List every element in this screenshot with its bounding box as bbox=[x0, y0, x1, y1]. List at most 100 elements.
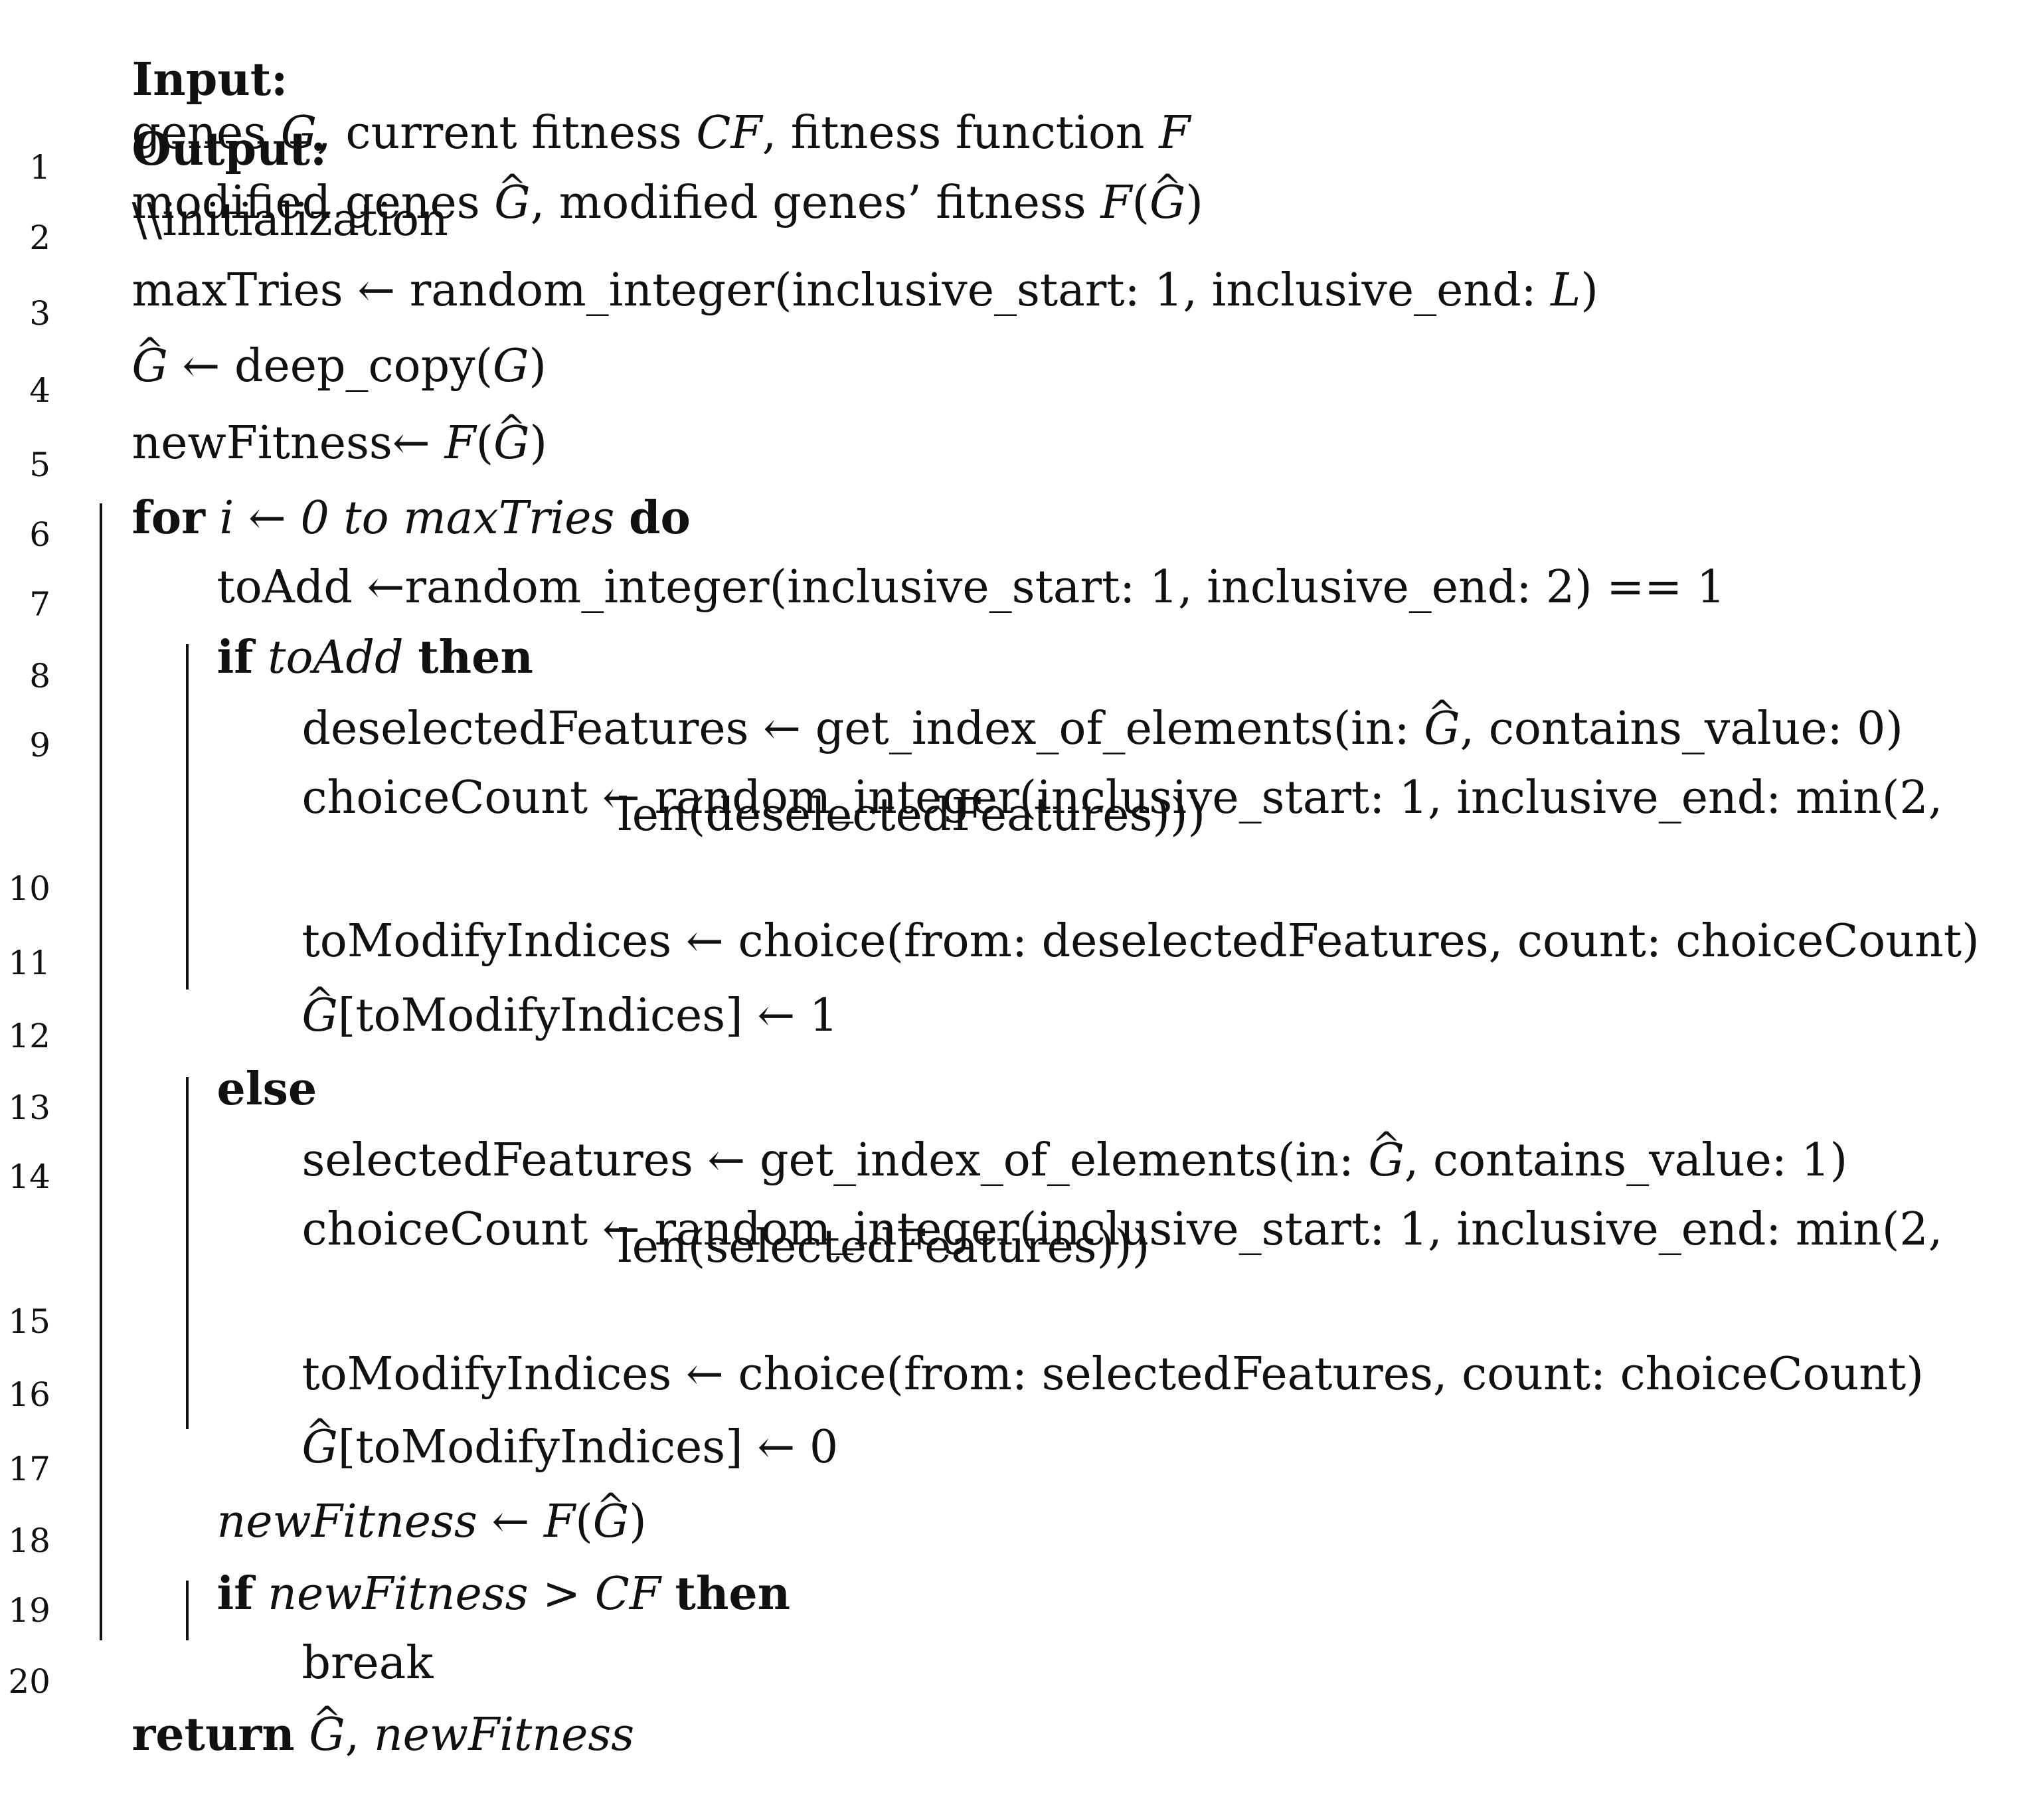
algorithm-listing: Input: genes G, current fitness CF, fitn… bbox=[0, 0, 2044, 1711]
code-text: choiceCount ← random_integer(inclusive_s… bbox=[301, 772, 1943, 824]
line-number: 9 bbox=[29, 726, 50, 764]
line-number: 15 bbox=[8, 1302, 50, 1341]
code-line-13: selectedFeatures ← get_index_of_elements… bbox=[244, 1081, 1847, 1187]
modified-genes-symbol: G bbox=[1368, 1134, 1404, 1187]
loop-condition: i ← 0 to maxTries bbox=[205, 492, 629, 545]
fitness-function-symbol: F bbox=[444, 417, 476, 470]
code-line-14-continuation: len(selectedFeatures))) bbox=[618, 1221, 1150, 1273]
if-block-bar bbox=[186, 644, 189, 990]
fitness-function-symbol: F bbox=[1159, 107, 1191, 159]
input-text-2: , current fitness bbox=[317, 107, 697, 159]
input-label: Input: bbox=[131, 53, 288, 106]
modified-genes-symbol: G bbox=[301, 990, 337, 1043]
code-text: maxTries ← random_integer(inclusive_star… bbox=[131, 264, 1551, 317]
code-text: ← deep_copy( bbox=[167, 340, 493, 392]
code-text: newFitness← bbox=[131, 417, 445, 470]
keyword-return: return bbox=[131, 1708, 295, 1761]
code-text: choiceCount ← random_integer(inclusive_s… bbox=[301, 1203, 1943, 1256]
output-label: Output: bbox=[131, 123, 327, 176]
if-condition: newFitness > CF bbox=[253, 1568, 675, 1620]
keyword-then: then bbox=[418, 631, 533, 684]
code-line-11: G[toModifyIndices] ← 1 bbox=[244, 936, 838, 1042]
new-fitness-variable: newFitness bbox=[216, 1496, 477, 1548]
input-text-3: , fitness function bbox=[762, 107, 1159, 159]
paren-open: ( bbox=[575, 1496, 593, 1548]
input-line: Input: genes G, current fitness CF, fitn… bbox=[74, 0, 1190, 159]
line-number: 6 bbox=[29, 515, 50, 554]
code-text: selectedFeatures ← get_index_of_elements… bbox=[301, 1134, 1369, 1187]
line-number: 17 bbox=[8, 1450, 50, 1488]
line-number: 12 bbox=[8, 1017, 50, 1055]
output-line: Output: modified genes G, modified genes… bbox=[74, 70, 1203, 229]
code-text: [toModifyIndices] ← 1 bbox=[337, 990, 839, 1042]
space bbox=[295, 1709, 309, 1761]
code-line-20: return G, newFitness bbox=[74, 1655, 634, 1761]
code-text: deselectedFeatures ← get_index_of_elemen… bbox=[301, 703, 1424, 755]
code-text: , bbox=[345, 1709, 374, 1761]
code-line-10: toModifyIndices ← choice(from: deselecte… bbox=[244, 862, 1979, 968]
code-text: break bbox=[301, 1637, 434, 1689]
code-line-9: choiceCount ← random_integer(inclusive_s… bbox=[244, 719, 1942, 824]
code-text: ) bbox=[1580, 264, 1598, 317]
code-line-4: newFitness← F(G) bbox=[74, 364, 547, 470]
output-text: modified genes bbox=[131, 177, 495, 229]
code-line-5: for i ← 0 to maxTries do bbox=[74, 438, 690, 545]
genes-symbol: G bbox=[280, 107, 317, 159]
genes-symbol: G bbox=[493, 340, 529, 392]
code-line-17: newFitness ← F(G) bbox=[159, 1442, 646, 1548]
line-number: 11 bbox=[8, 944, 50, 982]
keyword-for: for bbox=[131, 491, 205, 545]
modified-genes-symbol: G bbox=[494, 177, 530, 230]
line-number: 7 bbox=[29, 585, 50, 624]
code-line-2: maxTries ← random_integer(inclusive_star… bbox=[74, 211, 1598, 317]
input-text: genes bbox=[131, 107, 281, 159]
code-line-7: if toAdd then bbox=[159, 578, 533, 684]
modified-genes-symbol: G bbox=[1424, 703, 1460, 756]
code-text: toAdd ←random_integer(inclusive_start: 1… bbox=[216, 561, 1726, 614]
line-number: 13 bbox=[8, 1088, 50, 1127]
code-line-16: G[toModifyIndices] ← 0 bbox=[244, 1368, 838, 1474]
length-symbol: L bbox=[1551, 264, 1581, 317]
comment-text: \\initialization bbox=[131, 194, 448, 246]
code-text: , contains_value: 0) bbox=[1460, 703, 1903, 755]
modified-genes-symbol: G bbox=[131, 340, 167, 393]
keyword-else: else bbox=[216, 1063, 317, 1116]
code-line-15: toModifyIndices ← choice(from: selectedF… bbox=[244, 1295, 1923, 1401]
paren-open: ( bbox=[475, 417, 494, 470]
modified-genes-symbol: G bbox=[301, 1421, 337, 1474]
code-line-6: toAdd ←random_integer(inclusive_start: 1… bbox=[159, 508, 1725, 614]
line-number: 20 bbox=[8, 1662, 50, 1701]
line-number: 1 bbox=[29, 148, 50, 187]
for-block-bar bbox=[100, 503, 102, 1640]
code-line-14: choiceCount ← random_integer(inclusive_s… bbox=[244, 1150, 1942, 1256]
keyword-then: then bbox=[675, 1567, 791, 1620]
code-line-12: else bbox=[159, 1009, 317, 1116]
line-number: 4 bbox=[29, 371, 50, 410]
new-fitness-variable: newFitness bbox=[373, 1709, 635, 1761]
keyword-if: if bbox=[216, 1567, 254, 1620]
line-number: 2 bbox=[29, 218, 50, 257]
code-text: toModifyIndices ← choice(from: deselecte… bbox=[301, 915, 1980, 968]
code-line-19: break bbox=[244, 1584, 433, 1689]
paren-close: ) bbox=[529, 417, 547, 470]
line-number: 19 bbox=[8, 1591, 50, 1630]
code-line-1: \\initialization bbox=[74, 141, 448, 246]
code-text: , contains_value: 1) bbox=[1404, 1134, 1848, 1187]
code-line-3: G ← deep_copy(G) bbox=[74, 287, 546, 392]
fitness-function-symbol-2: F bbox=[1100, 177, 1132, 229]
modified-genes-symbol: G bbox=[309, 1709, 345, 1762]
line-number: 14 bbox=[8, 1158, 50, 1196]
line-number: 18 bbox=[8, 1521, 50, 1560]
else-block-bar bbox=[186, 1077, 189, 1429]
paren-close: ) bbox=[629, 1496, 647, 1548]
line-number: 8 bbox=[29, 657, 50, 695]
current-fitness-symbol: CF bbox=[696, 107, 762, 159]
code-line-9-continuation: len(deselectedFeatures))) bbox=[618, 789, 1205, 841]
keyword-if: if bbox=[216, 631, 254, 684]
code-line-8: deselectedFeatures ← get_index_of_elemen… bbox=[244, 649, 1903, 755]
line-number: 16 bbox=[8, 1375, 50, 1414]
line-number: 5 bbox=[29, 446, 50, 484]
paren-close: ) bbox=[1185, 177, 1203, 229]
modified-genes-symbol: G bbox=[493, 417, 529, 470]
modified-genes-symbol: G bbox=[593, 1496, 629, 1549]
